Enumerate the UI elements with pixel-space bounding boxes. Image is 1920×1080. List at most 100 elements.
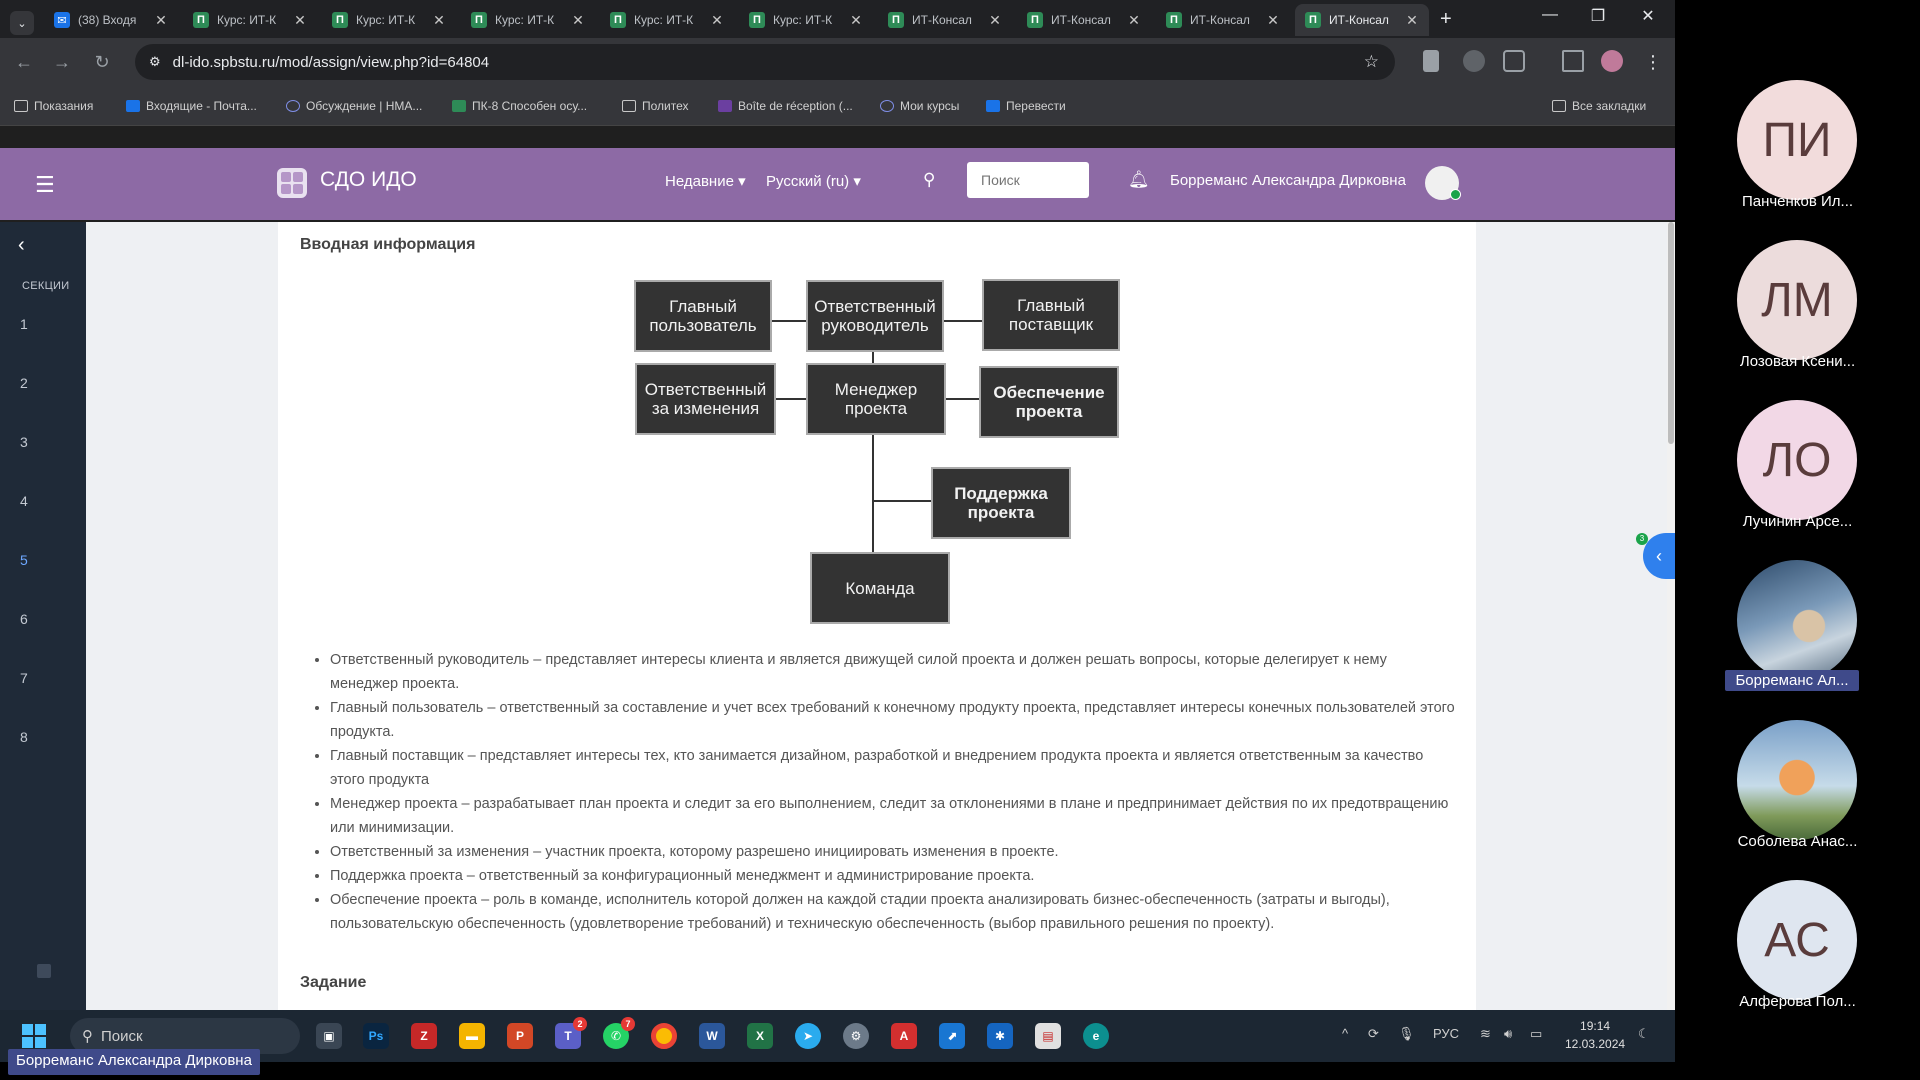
sidebar-footer-icon[interactable] [37,964,51,978]
app-document-icon[interactable]: ▤ [1035,1023,1061,1049]
side-panel-icon[interactable] [1562,50,1584,72]
tab-close-icon[interactable]: ✕ [1267,11,1279,28]
profile-avatar[interactable] [1601,50,1623,72]
all-bookmarks-folder[interactable]: Все закладки [1552,86,1646,126]
task-view-icon[interactable]: ▣ [316,1023,342,1049]
recent-menu[interactable]: Недавние ▾ [665,173,746,190]
tab-close-icon[interactable]: ✕ [572,11,584,28]
photoshop-icon[interactable]: Ps [363,1023,389,1049]
taskbar-search[interactable]: ⚲ Поиск [70,1018,300,1054]
tab-close-icon[interactable]: ✕ [711,11,723,28]
hamburger-menu-icon[interactable]: ☰ [35,172,55,197]
language-menu[interactable]: Русский (ru) ▾ [766,173,861,190]
notifications-bell-icon[interactable]: 🔔︎ [1128,170,1150,189]
app-network-icon[interactable]: ✱ [987,1023,1013,1049]
mail-icon: ✉ [54,12,70,28]
open-drawer-chevron-left-icon[interactable]: ‹ [1643,533,1675,579]
sidebar-section-3[interactable]: 3 [20,434,28,450]
browser-tab[interactable]: ✉(38) Входя✕ [44,4,178,36]
sidebar-section-6[interactable]: 6 [20,611,28,627]
bookmark-item[interactable]: Мои курсы [880,86,959,126]
reload-button[interactable]: ↻ [94,52,110,72]
page-scrollbar[interactable] [1667,222,1675,1010]
sidebar-section-1[interactable]: 1 [20,316,28,332]
bookmark-item[interactable]: ПК-8 Способен осу... [452,86,587,126]
windows-start-icon[interactable] [22,1024,46,1048]
extension-icon[interactable] [1463,50,1485,72]
scrollbar-thumb[interactable] [1668,222,1674,444]
tab-close-icon[interactable]: ✕ [433,11,445,28]
close-window-button[interactable]: ✕ [1641,8,1655,25]
app-blue-icon[interactable]: ⬈ [939,1023,965,1049]
forward-button[interactable]: → [53,52,71,72]
bookmark-item[interactable]: Boîte de réception (... [718,86,853,126]
tray-battery-icon[interactable]: ▭ [1530,1026,1543,1041]
minimize-button[interactable]: — [1542,6,1558,23]
word-icon[interactable]: W [699,1023,725,1049]
tab-search-button[interactable]: ⌄ [10,11,34,35]
excel-icon[interactable]: X [747,1023,773,1049]
bookmark-item[interactable]: Входящие - Почта... [126,86,257,126]
site-info-icon[interactable]: ⚙ [149,54,161,69]
puzzle-icon[interactable] [1503,50,1525,72]
tray-sync-icon[interactable]: ⟳ [1368,1026,1379,1041]
powerpoint-icon[interactable]: P [507,1023,533,1049]
chrome-icon[interactable] [651,1023,677,1049]
tab-close-icon[interactable]: ✕ [155,11,167,28]
browser-menu-icon[interactable]: ⋮ [1644,52,1662,72]
taskbar-clock[interactable]: 19:14 12.03.2024 [1565,1019,1626,1051]
settings-gear-icon[interactable]: ⚙ [843,1023,869,1049]
address-bar[interactable]: ⚙ dl-ido.spbstu.ru/mod/assign/view.php?i… [135,44,1395,80]
tray-volume-icon[interactable]: 🔊︎ [1504,1026,1513,1041]
tray-chevron-up-icon[interactable]: ^ [1342,1026,1349,1041]
site-logo[interactable] [277,168,307,198]
search-icon[interactable]: ⚲ [923,170,936,189]
bookmark-item[interactable]: Перевести [986,86,1066,126]
tab-close-icon[interactable]: ✕ [1406,11,1418,28]
bookmark-item[interactable]: Политех [622,86,689,126]
collapse-sidebar-chevron-left-icon[interactable]: ‹ [18,234,25,256]
user-name[interactable]: Борреманс Александра Дирковна [1170,172,1406,189]
sidebar-section-5[interactable]: 5 [20,552,28,568]
tray-notifications-icon[interactable]: ☾ [1638,1026,1650,1041]
search-input[interactable] [967,162,1089,198]
tab-close-icon[interactable]: ✕ [1128,11,1140,28]
bookmark-item[interactable]: Показания [14,86,93,126]
back-button[interactable]: ← [15,52,33,72]
app-red-icon[interactable]: Z [411,1023,437,1049]
sidebar-section-4[interactable]: 4 [20,493,28,509]
file-explorer-icon[interactable]: ▬ [459,1023,485,1049]
sidebar-section-2[interactable]: 2 [20,375,28,391]
acrobat-icon[interactable]: A [891,1023,917,1049]
user-avatar[interactable] [1425,166,1461,200]
bookmark-item[interactable]: Обсуждение | НМА... [286,86,422,126]
extension-icon[interactable] [1423,50,1439,72]
tray-microphone-icon[interactable]: 🎙︎ [1398,1026,1415,1041]
telegram-icon[interactable]: ➤ [795,1023,821,1049]
input-language-indicator[interactable]: РУС [1433,1026,1460,1041]
tab-close-icon[interactable]: ✕ [294,11,306,28]
sidebar-section-8[interactable]: 8 [20,729,28,745]
tab-close-icon[interactable]: ✕ [989,11,1001,28]
restore-button[interactable]: ❐ [1590,8,1606,25]
sidebar-section-7[interactable]: 7 [20,670,28,686]
sidebar-title: СЕКЦИИ [22,280,70,292]
tray-wifi-icon[interactable]: ≋ [1480,1026,1491,1041]
edge-icon[interactable]: e [1083,1023,1109,1049]
participant-avatar: ЛМ [1737,240,1857,360]
whatsapp-icon[interactable]: ✆7 [603,1017,635,1049]
new-tab-button[interactable]: + [1440,8,1452,30]
bookmark-star-icon[interactable]: ☆ [1363,52,1379,71]
site-name[interactable]: СДО ИДО [320,168,417,191]
tab-close-icon[interactable]: ✕ [850,11,862,28]
